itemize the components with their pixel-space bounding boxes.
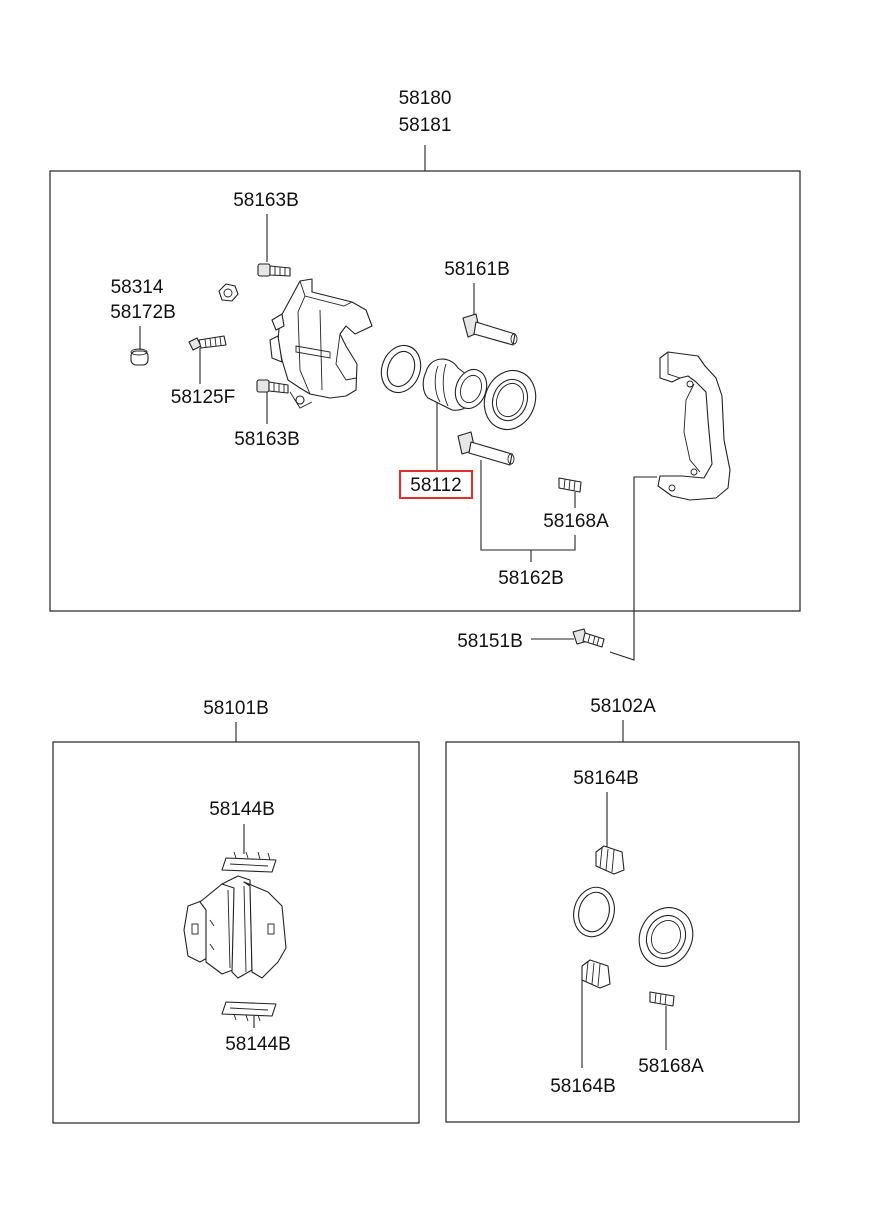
pad-kit-group: 58101B 58144B 58144B <box>52 698 420 1124</box>
bleeder-cap <box>130 348 149 366</box>
piston-seal <box>380 344 422 394</box>
label-58181: 58181 <box>399 115 452 136</box>
label-58172b[interactable]: 58172B <box>110 302 176 323</box>
caliper-body <box>269 278 373 409</box>
label-58112[interactable]: 58112 <box>410 475 461 496</box>
bracket-bolt <box>572 628 605 648</box>
caliper-bolt-top <box>257 263 291 277</box>
guide-pin-lower <box>457 431 515 466</box>
label-58125f[interactable]: 58125F <box>171 387 235 408</box>
bleeder-screw <box>188 335 227 351</box>
caliper-bolt-bottom <box>256 379 289 394</box>
label-58144b-bottom[interactable]: 58144B <box>225 1034 291 1055</box>
piston-boot <box>483 369 537 431</box>
caliper-assembly-group: 58180 58181 58163B 58314 58172B <box>49 88 801 612</box>
piston <box>422 358 488 411</box>
caliper-bracket <box>657 351 731 501</box>
label-58168a-kit[interactable]: 58168A <box>638 1056 704 1077</box>
bracket-bolt-group: 58151B <box>457 476 657 661</box>
pad-kit-box <box>52 741 420 1124</box>
label-58164b-top[interactable]: 58164B <box>573 768 639 789</box>
label-58102a[interactable]: 58102A <box>590 696 656 717</box>
boot-small-kit <box>649 991 675 1007</box>
label-58180: 58180 <box>399 88 452 109</box>
label-58168a[interactable]: 58168A <box>543 511 609 532</box>
guide-pin-boot-small <box>558 477 582 493</box>
label-58314[interactable]: 58314 <box>111 277 164 298</box>
label-58162b[interactable]: 58162B <box>498 568 564 589</box>
pad-shim-top <box>221 851 277 873</box>
boot-bottom <box>581 959 611 989</box>
seal-kit-group: 58102A 58164B 58164B 58168A <box>445 696 800 1123</box>
brake-pads <box>183 875 287 979</box>
label-58144b-top[interactable]: 58144B <box>209 799 275 820</box>
label-58101b[interactable]: 58101B <box>203 698 269 719</box>
label-58151b[interactable]: 58151B <box>457 631 523 652</box>
piston-highlight-box <box>399 470 473 499</box>
label-58164b-bottom[interactable]: 58164B <box>550 1076 616 1097</box>
guide-pin-upper <box>462 313 518 346</box>
label-58163b-bottom[interactable]: 58163B <box>234 429 300 450</box>
caliper-nut <box>218 283 239 302</box>
label-58163b-top[interactable]: 58163B <box>233 190 299 211</box>
label-58161b[interactable]: 58161B <box>444 259 510 280</box>
pad-shim-bottom <box>221 1001 277 1022</box>
seal-kit-box <box>445 741 800 1123</box>
piston-boot-kit <box>638 907 694 967</box>
leader-bracket <box>609 476 657 661</box>
seal-ring <box>573 886 615 938</box>
leader-58162b <box>480 460 576 551</box>
boot-top <box>595 845 625 875</box>
